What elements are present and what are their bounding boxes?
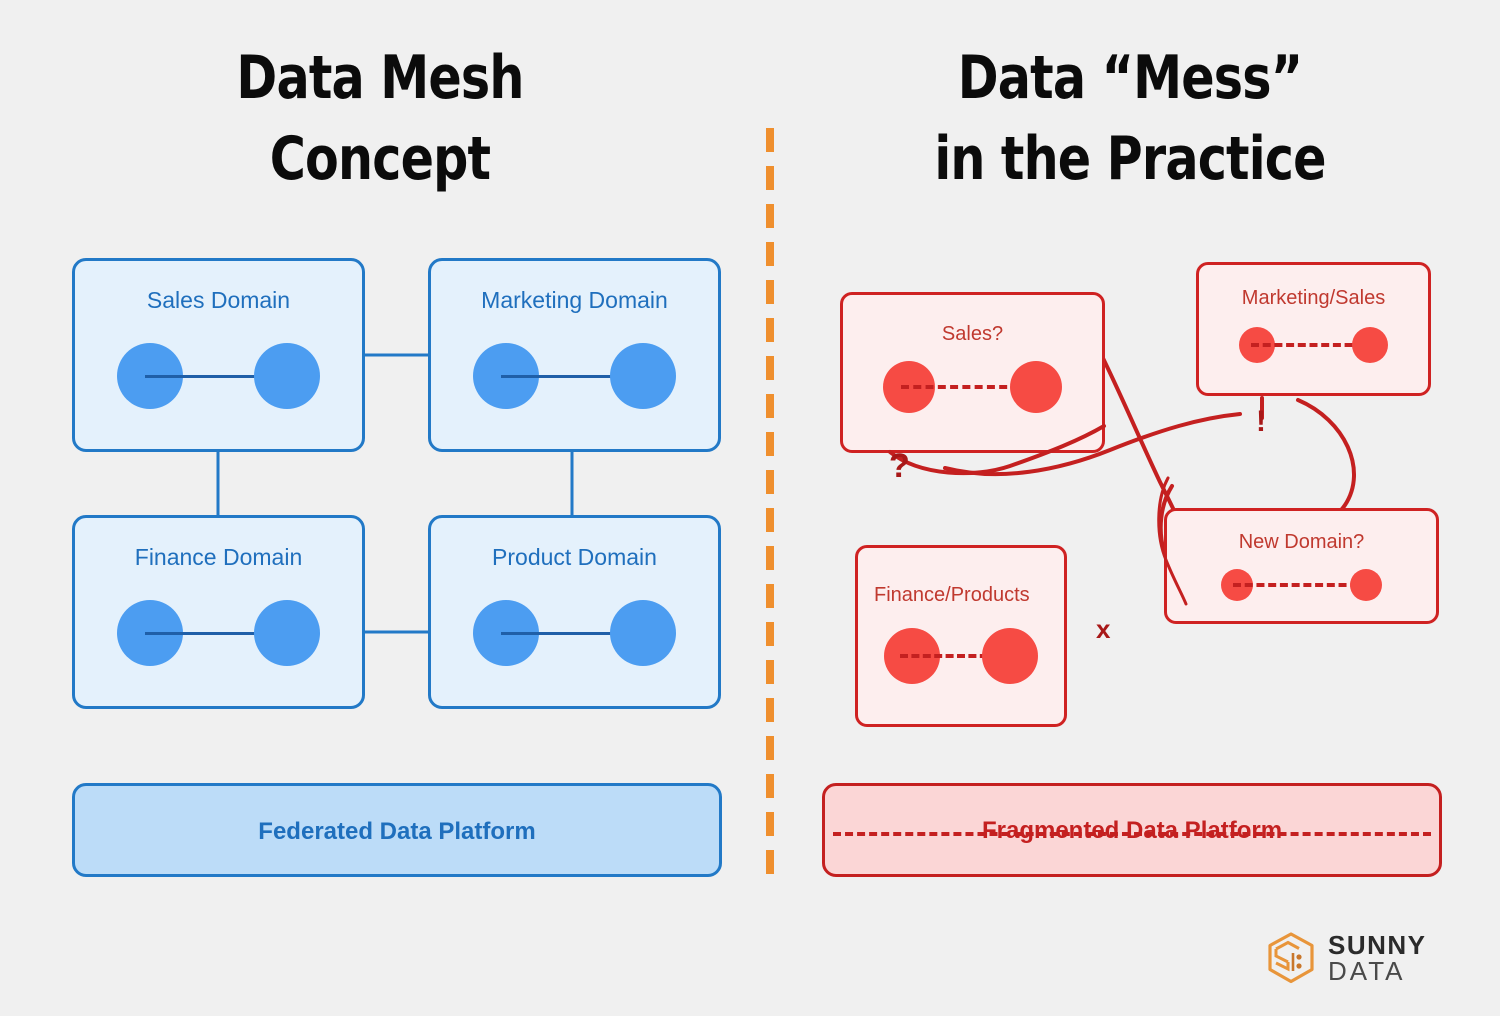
domain-node-row [431, 600, 718, 666]
platform-label: Federated Data Platform [258, 818, 536, 845]
mess-box-finance-products[interactable]: Finance/Products [855, 545, 1067, 727]
domain-box-sales[interactable]: Sales Domain [72, 258, 365, 452]
domain-node-row [75, 600, 362, 666]
node-link-line [145, 375, 292, 378]
logo-wordmark: SUNNY DATA [1328, 932, 1427, 984]
mess-label: Finance/Products [874, 584, 1030, 606]
node-link-line [145, 632, 292, 635]
logo-word-data: DATA [1328, 956, 1406, 986]
mess-box-marketing-sales[interactable]: Marketing/Sales [1196, 262, 1431, 396]
mess-box-sales[interactable]: Sales? [840, 292, 1105, 453]
domain-node-row [75, 343, 362, 409]
mess-box-new-domain[interactable]: New Domain? [1164, 508, 1439, 624]
panel-divider [766, 128, 774, 888]
cross-mark-annotation: x [1096, 614, 1111, 644]
domain-box-product[interactable]: Product Domain [428, 515, 721, 709]
federated-data-platform-bar[interactable]: Federated Data Platform [72, 783, 722, 877]
right-panel-title: Data “Mess” in the Practice [851, 38, 1409, 200]
domain-label: Marketing Domain [481, 287, 668, 313]
node-link-line [501, 375, 648, 378]
node-link-dashed [1251, 343, 1376, 347]
node-right-circle [610, 343, 676, 409]
domain-label: Sales Domain [146, 287, 291, 313]
domain-node-row [431, 343, 718, 409]
node-right-circle [1010, 361, 1062, 413]
sunny-cube-icon [1268, 932, 1314, 984]
question-mark-annotation: ? [889, 447, 910, 485]
fragmented-data-platform-bar[interactable]: Fragmented Data Platform [822, 783, 1442, 877]
mess-label: Sales? [941, 323, 1004, 345]
mess-label: New Domain? [1238, 531, 1365, 553]
node-right-circle [610, 600, 676, 666]
node-right-circle [1352, 327, 1388, 363]
node-right-circle [982, 628, 1038, 684]
right-title-line-1: Data “Mess” [957, 43, 1303, 113]
node-right-circle [254, 343, 320, 409]
right-title-line-2: in the Practice [934, 124, 1326, 194]
exclamation-mark-annotation: ! [1256, 405, 1266, 438]
node-right-circle [254, 600, 320, 666]
sunny-data-logo: SUNNY DATA [1266, 922, 1446, 994]
node-link-line [501, 632, 648, 635]
node-link-dashed [901, 385, 1044, 389]
left-title-line-2: Concept [269, 124, 491, 194]
left-title-line-1: Data Mesh [236, 43, 524, 113]
platform-label: Fragmented Data Platform [981, 817, 1283, 844]
node-link-dashed [1233, 583, 1370, 587]
domain-label: Product Domain [492, 544, 657, 570]
node-right-circle [1350, 569, 1382, 601]
node-link-dashed [900, 654, 1022, 658]
fragmented-dashed-line [833, 832, 1431, 836]
left-panel-title: Data Mesh Concept [101, 38, 659, 200]
domain-box-finance[interactable]: Finance Domain [72, 515, 365, 709]
domain-label: Finance Domain [134, 544, 303, 570]
logo-word-sunny: SUNNY [1328, 930, 1427, 960]
domain-box-marketing[interactable]: Marketing Domain [428, 258, 721, 452]
mess-label: Marketing/Sales [1241, 287, 1386, 309]
